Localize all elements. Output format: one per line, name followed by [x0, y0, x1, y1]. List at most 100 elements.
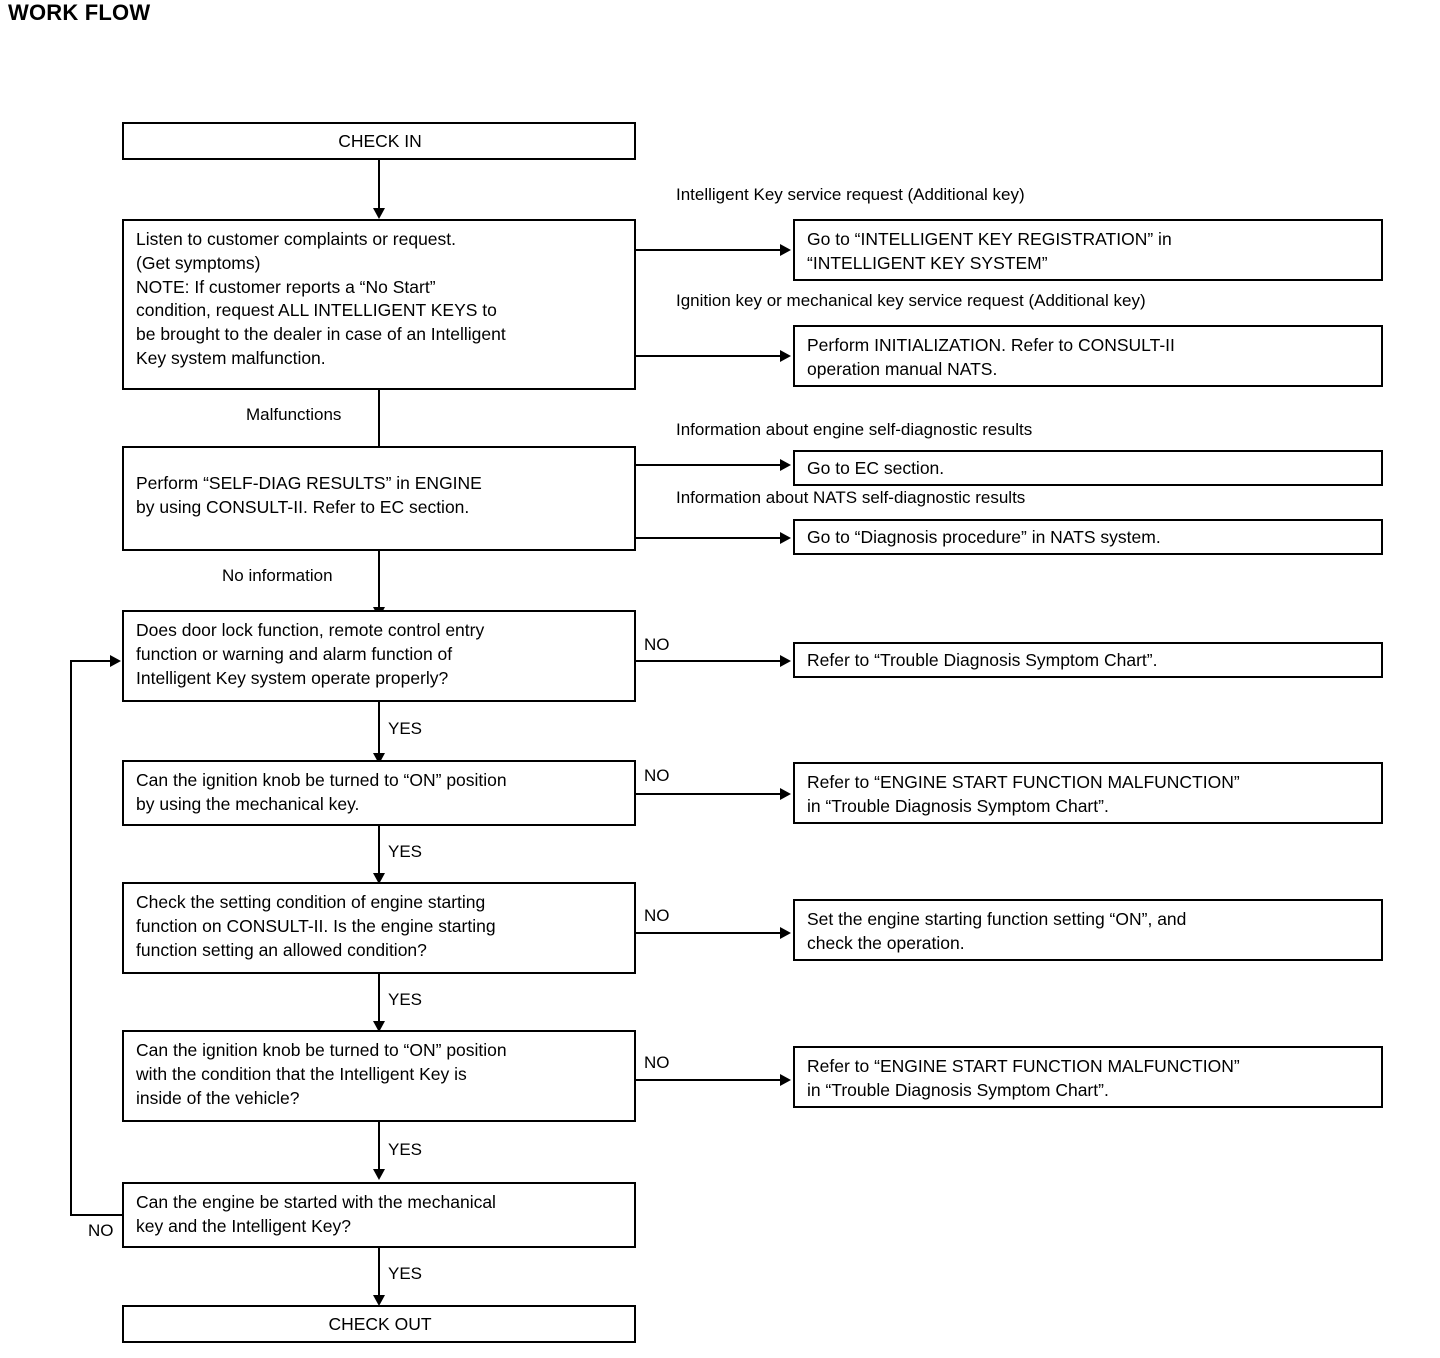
arrowhead-down-8	[373, 1295, 385, 1306]
edge-label-yes-5: YES	[388, 1264, 423, 1283]
node-ignition-mech-line-2: by using the mechanical key.	[136, 793, 360, 814]
caption-engine-self-diag: Information about engine self-diagnostic…	[676, 420, 1033, 439]
node-ignition-ikey-line-3: inside of the vehicle?	[136, 1087, 300, 1108]
arrowhead-down-7	[373, 1169, 385, 1180]
edge-setting-yes	[378, 974, 380, 1021]
edge-listen-to-ikey-reg	[636, 249, 782, 251]
edge-doorlock-no	[636, 660, 782, 662]
node-listen-line-4: condition, request ALL INTELLIGENT KEYS …	[136, 300, 497, 321]
edge-selfdiag-to-nats	[636, 537, 782, 539]
edge-listen-to-selfdiag	[378, 390, 380, 447]
edge-listen-to-perform-init	[636, 355, 782, 357]
node-setting-line-1: Check the setting condition of engine st…	[136, 892, 486, 912]
edge-ignition-ikey-yes	[378, 1122, 380, 1169]
node-goto-nats-diagnosis: Go to “Diagnosis procedure” in NATS syst…	[793, 519, 1383, 555]
node-listen-line-6: Key system malfunction.	[136, 347, 326, 368]
edge-label-yes-2: YES	[388, 842, 423, 861]
node-listen-line-2: (Get symptoms)	[136, 252, 261, 273]
caption-ikey-service-request: Intelligent Key service request (Additio…	[676, 185, 1025, 204]
node-listen-to-customer: Listen to customer complaints or request…	[122, 219, 636, 390]
edge-label-no-3: NO	[644, 906, 670, 925]
node-goto-ikey-registration: Go to “INTELLIGENT KEY REGISTRATION” in …	[793, 219, 1383, 281]
node-setting-line-2: function on CONSULT-II. Is the engine st…	[136, 915, 496, 936]
node-listen-line-1: Listen to customer complaints or request…	[136, 229, 457, 249]
node-perform-initialization: Perform INITIALIZATION. Refer to CONSULT…	[793, 325, 1383, 387]
node-goto-ec-section: Go to EC section.	[793, 450, 1383, 486]
edge-label-no-4: NO	[644, 1053, 670, 1072]
caption-ignition-key-service-request: Ignition key or mechanical key service r…	[676, 291, 1146, 310]
node-refer-engine-start-1: Refer to “ENGINE START FUNCTION MALFUNCT…	[793, 762, 1383, 824]
node-listen-line-5: be brought to the dealer in case of an I…	[136, 324, 506, 345]
edge-label-malfunctions: Malfunctions	[246, 405, 342, 424]
arrowhead-right-5	[780, 655, 791, 667]
node-refer-engine-start-2-line-2: in “Trouble Diagnosis Symptom Chart”.	[807, 1079, 1109, 1100]
node-set-engine-on-line-2: check the operation.	[807, 932, 965, 953]
node-listen-line-3: NOTE: If customer reports a “No Start”	[136, 276, 436, 297]
node-check-out: CHECK OUT	[122, 1305, 636, 1343]
arrowhead-right-loopback	[110, 655, 121, 667]
arrowhead-right-7	[780, 927, 791, 939]
edge-ignition-mech-yes	[378, 826, 380, 873]
edge-ignition-mech-no	[636, 793, 782, 795]
edge-setting-no	[636, 932, 782, 934]
edge-checkin-to-listen	[378, 160, 380, 208]
node-check-out-label: CHECK OUT	[328, 1314, 432, 1334]
node-refer-engine-start-2: Refer to “ENGINE START FUNCTION MALFUNCT…	[793, 1046, 1383, 1108]
node-goto-ikey-reg-line-2: “INTELLIGENT KEY SYSTEM”	[807, 252, 1048, 273]
page-title: WORK FLOW	[8, 0, 151, 25]
node-self-diag-line-1: Perform “SELF-DIAG RESULTS” in ENGINE	[136, 473, 482, 493]
edge-label-yes-1: YES	[388, 719, 423, 738]
node-ignition-ikey-line-1: Can the ignition knob be turned to “ON” …	[136, 1040, 507, 1060]
edge-label-yes-3: YES	[388, 990, 423, 1009]
node-ignition-mech-line-1: Can the ignition knob be turned to “ON” …	[136, 770, 507, 790]
node-setting-condition-question: Check the setting condition of engine st…	[122, 882, 636, 974]
node-door-lock-line-1: Does door lock function, remote control …	[136, 620, 485, 640]
arrowhead-right-4	[780, 532, 791, 544]
edge-loopback-horizontal-top	[70, 660, 112, 662]
node-setting-line-3: function setting an allowed condition?	[136, 939, 427, 960]
node-goto-nats-line-1: Go to “Diagnosis procedure” in NATS syst…	[807, 527, 1161, 547]
node-goto-ikey-reg-line-1: Go to “INTELLIGENT KEY REGISTRATION” in	[807, 229, 1172, 249]
node-refer-symptom-chart: Refer to “Trouble Diagnosis Symptom Char…	[793, 642, 1383, 678]
edge-loopback-horizontal-bottom	[70, 1214, 122, 1216]
arrowhead-down-6	[373, 1021, 385, 1032]
node-engine-start-line-1: Can the engine be started with the mecha…	[136, 1192, 496, 1212]
node-perform-init-line-1: Perform INITIALIZATION. Refer to CONSULT…	[807, 335, 1175, 355]
arrowhead-down-4	[373, 753, 385, 764]
node-ignition-mechanical-question: Can the ignition knob be turned to “ON” …	[122, 760, 636, 826]
arrowhead-right-3	[780, 459, 791, 471]
node-engine-start-question: Can the engine be started with the mecha…	[122, 1182, 636, 1248]
edge-ignition-ikey-no	[636, 1079, 782, 1081]
node-door-lock-question: Does door lock function, remote control …	[122, 610, 636, 702]
edge-doorlock-yes	[378, 702, 380, 753]
node-ignition-ikey-line-2: with the condition that the Intelligent …	[136, 1063, 467, 1084]
arrowhead-right-2	[780, 350, 791, 362]
node-door-lock-line-3: Intelligent Key system operate properly?	[136, 667, 449, 688]
node-check-in-label: CHECK IN	[338, 131, 422, 151]
arrowhead-down-5	[373, 873, 385, 884]
edge-label-no-2: NO	[644, 766, 670, 785]
arrowhead-right-6	[780, 788, 791, 800]
edge-selfdiag-to-ec	[636, 464, 782, 466]
node-self-diag-line-2: by using CONSULT-II. Refer to EC section…	[136, 496, 470, 517]
node-check-in: CHECK IN	[122, 122, 636, 160]
arrowhead-right-1	[780, 244, 791, 256]
node-goto-ec-line-1: Go to EC section.	[807, 458, 945, 478]
node-ignition-ikey-question: Can the ignition knob be turned to “ON” …	[122, 1030, 636, 1122]
arrowhead-down-1	[373, 208, 385, 219]
edge-engine-start-yes	[378, 1248, 380, 1295]
node-set-engine-starting-on: Set the engine starting function setting…	[793, 899, 1383, 961]
edge-label-no-information: No information	[222, 566, 333, 585]
caption-nats-self-diag: Information about NATS self-diagnostic r…	[676, 488, 1026, 507]
edge-label-yes-4: YES	[388, 1140, 423, 1159]
node-refer-symptom-chart-line-1: Refer to “Trouble Diagnosis Symptom Char…	[807, 650, 1158, 670]
node-refer-engine-start-1-line-1: Refer to “ENGINE START FUNCTION MALFUNCT…	[807, 772, 1240, 792]
edge-label-no-1: NO	[644, 635, 670, 654]
arrowhead-right-8	[780, 1074, 791, 1086]
node-perform-self-diag: Perform “SELF-DIAG RESULTS” in ENGINE by…	[122, 446, 636, 551]
edge-selfdiag-to-doorlock	[378, 551, 380, 607]
node-door-lock-line-2: function or warning and alarm function o…	[136, 643, 453, 664]
node-engine-start-line-2: key and the Intelligent Key?	[136, 1215, 352, 1236]
node-perform-init-line-2: operation manual NATS.	[807, 358, 998, 379]
